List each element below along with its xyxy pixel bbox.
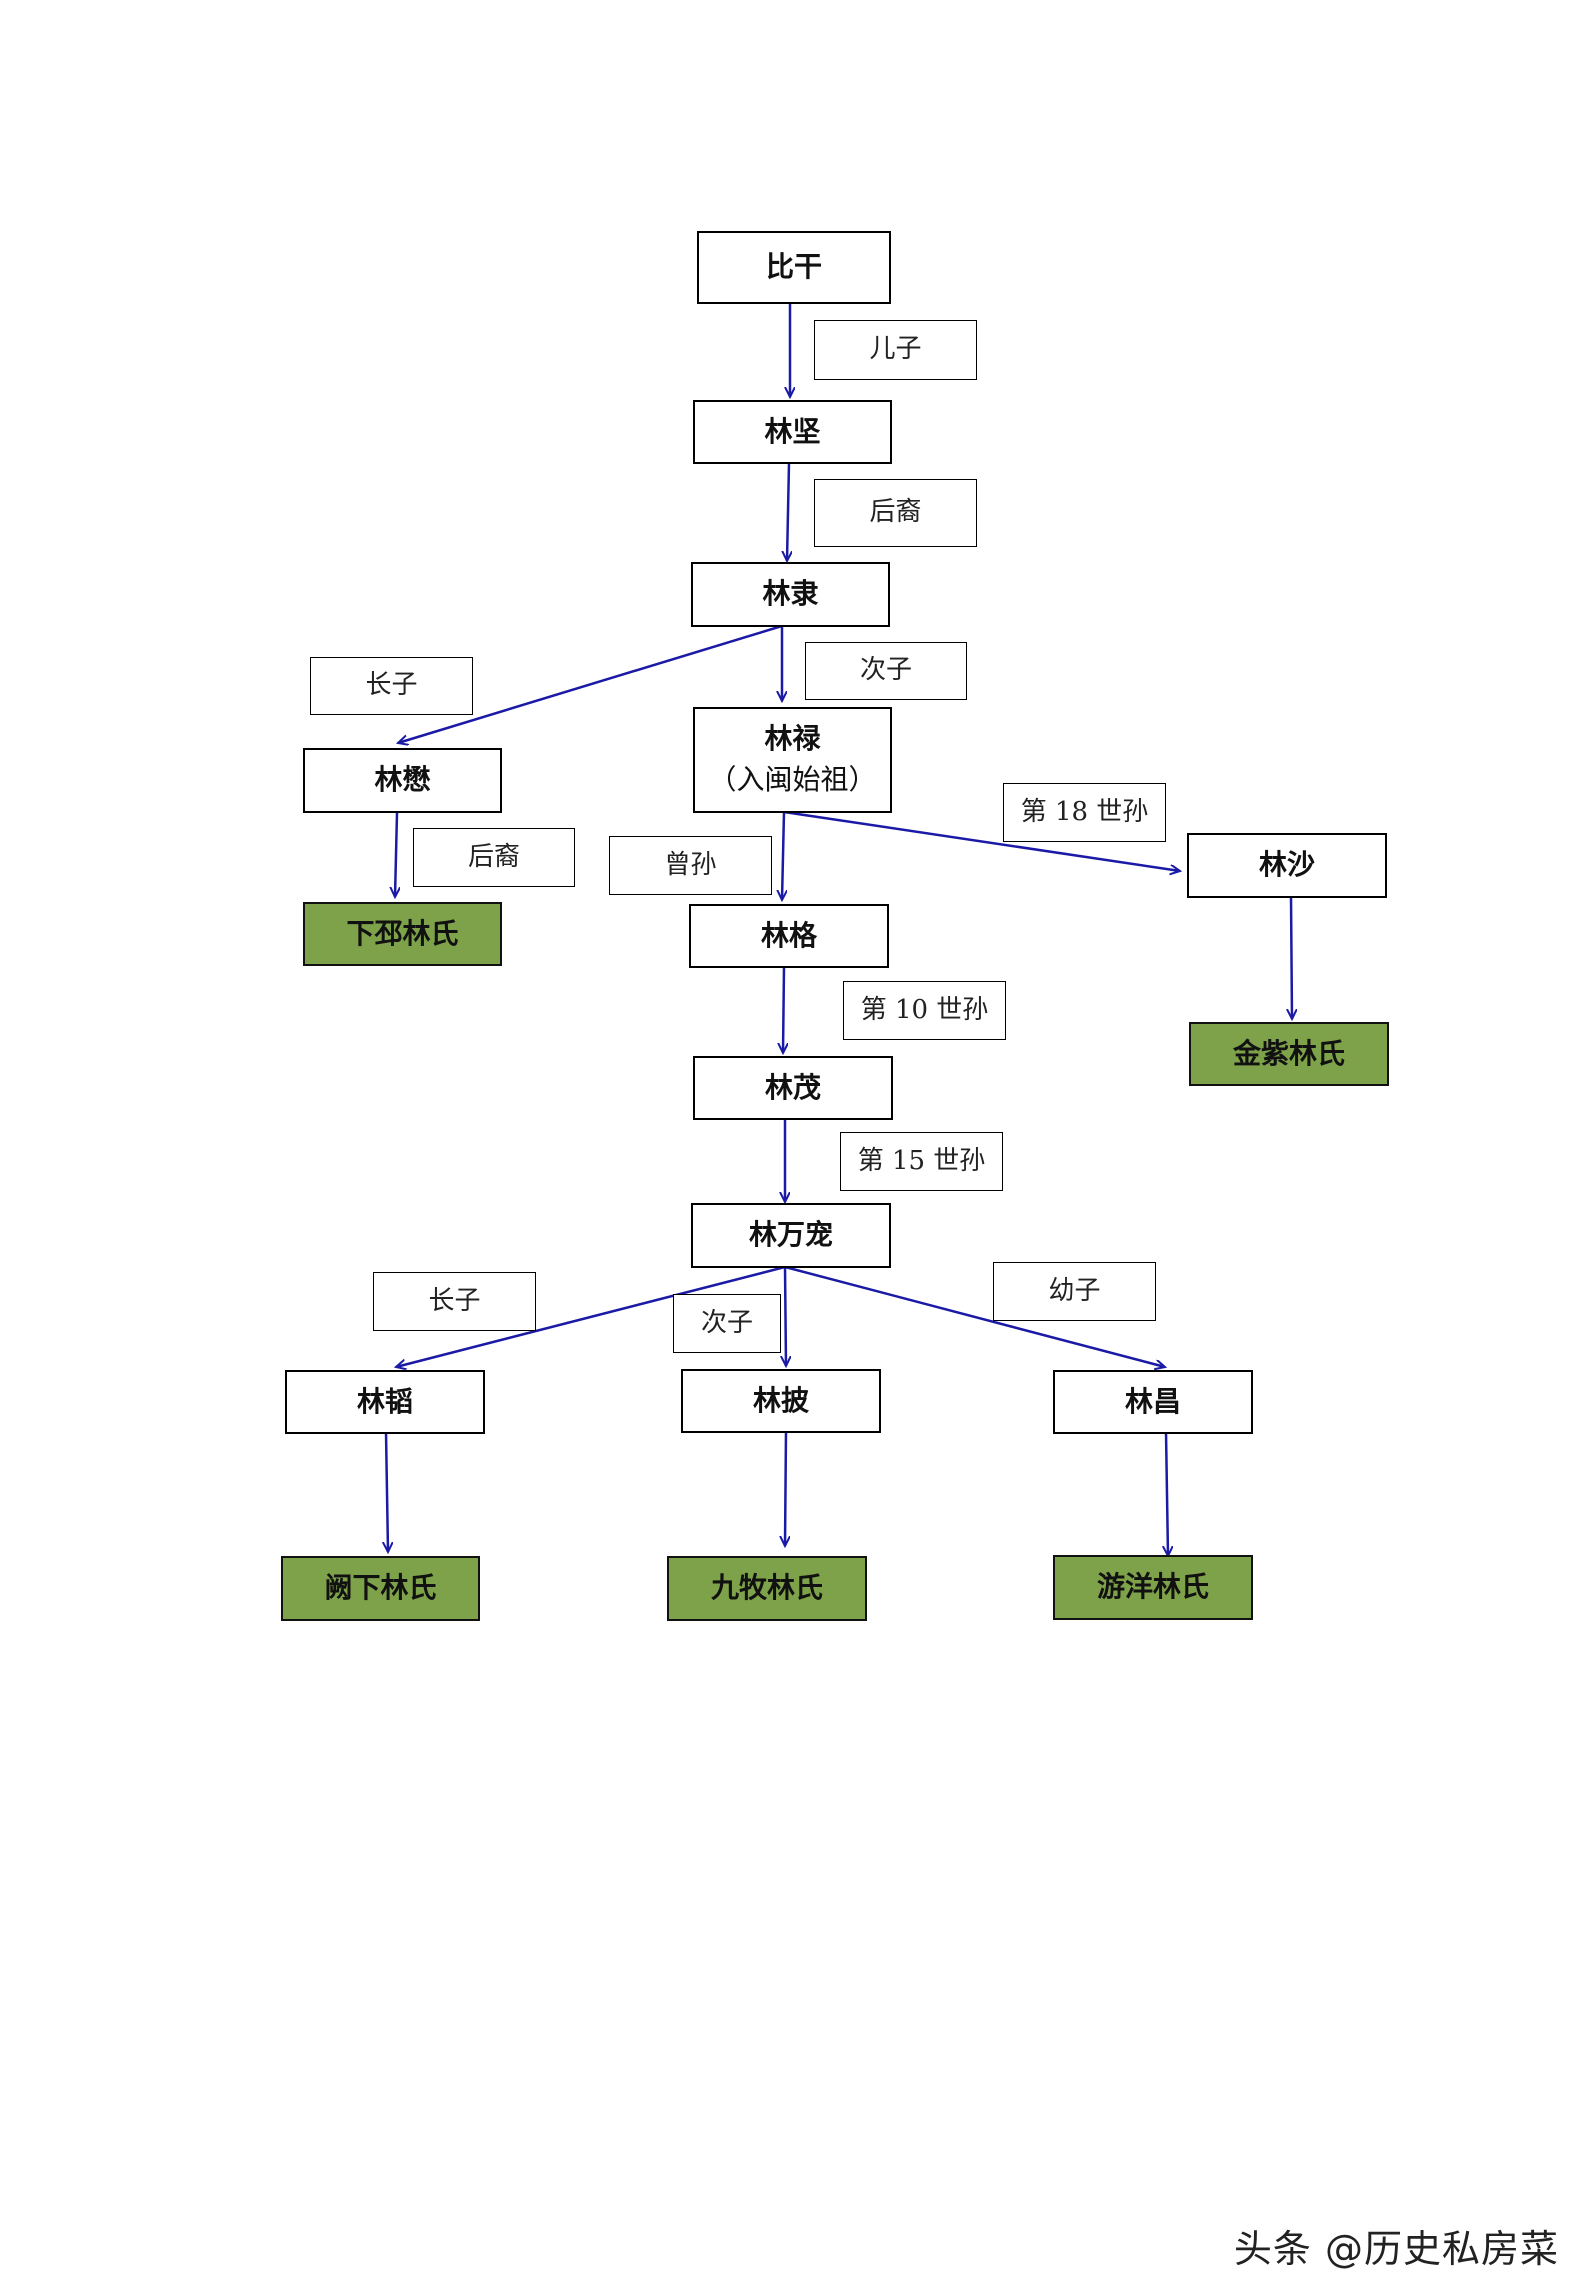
clan-quexia-label: 阙下林氏 [324,1571,437,1605]
relation-descendant-1: 后裔 [814,479,977,547]
clan-jiumu-label: 九牧林氏 [710,1571,823,1605]
relation-second-2-label: 次子 [700,1307,753,1338]
clan-youyang-label: 游洋林氏 [1096,1570,1209,1604]
clan-xiapi-label: 下邳林氏 [346,916,459,950]
relation-son-label: 儿子 [869,334,922,365]
node-linge-label: 林格 [760,918,817,952]
node-lintao: 林韬 [285,1370,485,1434]
node-bigan: 比干 [697,231,891,304]
relation-eldest-1-label: 长子 [365,670,418,701]
relation-gen-10: 第 10 世孙 [843,981,1006,1040]
node-linli: 林隶 [691,562,890,627]
relation-gen-15-label: 第 15 世孙 [857,1145,986,1176]
relation-descendant-1-label: 后裔 [869,497,922,528]
relation-youngest: 幼子 [993,1262,1156,1321]
relation-great-grandson: 曾孙 [609,836,772,895]
node-linjian-label: 林坚 [764,414,821,448]
relation-second-1: 次子 [805,642,967,700]
node-linlu-label: 林禄 [764,722,821,756]
node-linpi: 林披 [681,1369,881,1433]
node-linmao-eldest: 林懋 [303,748,502,813]
relation-eldest-2-label: 长子 [428,1285,481,1316]
relation-descendant-2-label: 后裔 [467,841,520,872]
node-linmao-10th-label: 林茂 [764,1070,821,1104]
node-linmao-eldest-label: 林懋 [374,763,431,797]
node-lintao-label: 林韬 [356,1384,413,1418]
relation-gen-18-label: 第 18 世孙 [1020,796,1149,827]
node-linli-label: 林隶 [762,577,819,611]
relation-gen-10-label: 第 10 世孙 [860,994,989,1025]
node-linjian: 林坚 [693,400,892,464]
arrow-linjian-linli [787,462,789,561]
clan-jiumu: 九牧林氏 [667,1556,867,1621]
node-linsha-label: 林沙 [1258,848,1315,882]
arrow-linsha-jinzi [1291,896,1292,1019]
clan-jinzi: 金紫林氏 [1189,1022,1389,1086]
node-linge: 林格 [689,904,889,968]
node-linchang: 林昌 [1053,1370,1253,1434]
relation-eldest-1: 长子 [310,657,473,715]
arrow-linli-linmao [398,624,783,743]
node-linsha: 林沙 [1187,833,1387,898]
node-bigan-label: 比干 [765,250,822,284]
arrow-linpi-jiumu [785,1429,786,1546]
relation-gen-15: 第 15 世孙 [840,1132,1003,1191]
relation-great-grandson-label: 曾孙 [664,849,717,880]
arrow-linwanchong-lintao [396,1265,786,1367]
node-linwanchong-label: 林万宠 [748,1218,833,1252]
node-linlu-note: （入闽始祖） [708,763,877,796]
relation-youngest-label: 幼子 [1048,1275,1101,1306]
clan-jinzi-label: 金紫林氏 [1232,1036,1345,1070]
arrow-linge-linmao10 [783,966,784,1053]
node-linpi-label: 林披 [752,1383,809,1417]
arrow-lintao-quexia [386,1431,388,1552]
clan-xiapi: 下邳林氏 [303,902,502,966]
clan-quexia: 阙下林氏 [281,1556,480,1621]
arrow-linchang-youyang [1166,1431,1168,1556]
relation-eldest-2: 长子 [373,1272,536,1331]
relation-gen-18: 第 18 世孙 [1003,783,1166,842]
arrow-linmao-xiapi [395,812,397,897]
arrow-linwanchong-linpi [785,1266,786,1366]
relation-son: 儿子 [814,320,977,380]
relation-descendant-2: 后裔 [413,828,575,887]
arrow-linlu-linge [782,811,784,900]
node-linchang-label: 林昌 [1124,1384,1181,1418]
arrow-linwanchong-linchang [784,1265,1165,1367]
node-linmao-10th: 林茂 [693,1056,893,1120]
node-linwanchong: 林万宠 [691,1203,891,1268]
arrow-linlu-linsha [783,810,1180,871]
relation-second-1-label: 次子 [859,655,912,686]
relation-second-2: 次子 [673,1294,781,1353]
clan-youyang: 游洋林氏 [1053,1555,1253,1620]
watermark: 头条 @历史私房菜 [1233,2227,1559,2271]
node-linlu: 林禄 （入闽始祖） [693,707,892,813]
